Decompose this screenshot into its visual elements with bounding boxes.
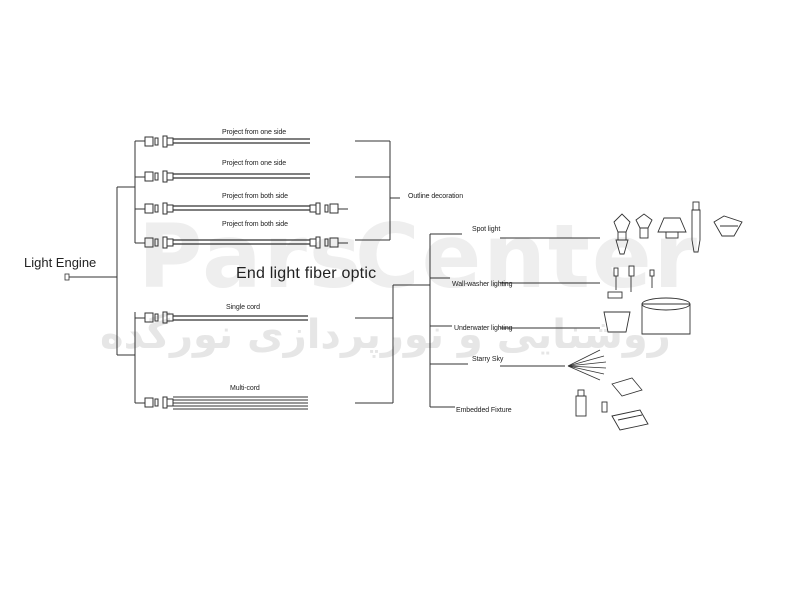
branch-stubs — [135, 140, 145, 404]
fiber-run-label-3: Project from both side — [222, 193, 288, 200]
fiber-run-5 — [144, 311, 308, 324]
fiber-run-2 — [144, 170, 310, 183]
fiber-run-label-2: Project from one side — [222, 160, 287, 167]
light-engine-plug-icon — [64, 273, 117, 281]
fiber-run-1 — [144, 135, 310, 148]
outline-bracket — [355, 140, 400, 241]
fiber-run-label-5: Single cord — [226, 304, 260, 311]
light-engine-label: Light Engine — [24, 255, 97, 270]
embedded-fixtures-icon — [575, 389, 649, 431]
application-label-starry-sky: Starry Sky — [472, 356, 504, 363]
application-label-spot-light: Spot light — [472, 226, 501, 233]
application-label-embedded: Embedded Fixture — [456, 407, 512, 414]
fiber-run-3 — [144, 202, 348, 215]
wall-washer-fixtures-icon — [613, 265, 655, 292]
application-label-underwater: Underwater lighting — [454, 325, 513, 332]
applications-tree — [429, 233, 600, 408]
underwater-fixtures-icon — [603, 291, 691, 335]
watermark-brand-left: Pars — [138, 205, 364, 308]
spot-light-fixtures-icon — [613, 201, 743, 255]
fiber-run-6 — [144, 396, 308, 410]
starry-sky-icon — [567, 349, 643, 397]
outline-decoration-label: Outline decoration — [408, 193, 464, 200]
watermark-brand-right: Center — [355, 205, 700, 308]
end-light-bracket — [355, 284, 430, 404]
fiber-run-label-4: Project from both side — [222, 221, 288, 228]
application-label-wall-washer: Wall-washer lighting — [452, 281, 513, 288]
fiber-run-label-6: Multi-cord — [230, 385, 260, 392]
end-light-title: End light fiber optic — [236, 265, 377, 282]
fiber-run-4 — [144, 236, 348, 249]
fiber-run-label-1: Project from one side — [222, 129, 287, 136]
main-trunk — [116, 141, 136, 403]
